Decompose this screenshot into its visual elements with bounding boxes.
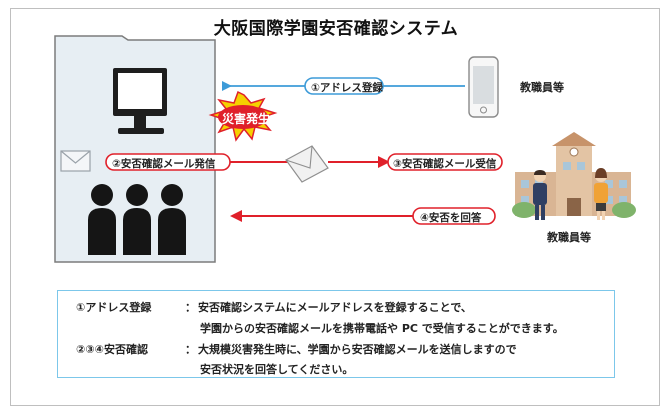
notes-box: ①アドレス登録 ： 安否確認システムにメールアドレスを登録することで、 学園から… — [57, 290, 615, 378]
step2-label: ②安否確認メール発信 — [112, 158, 216, 170]
monitor-icon — [113, 68, 167, 134]
diagram-title: 大阪国際学園安否確認システム — [213, 19, 459, 39]
step1-label: ①アドレス登録 — [311, 82, 383, 94]
note2-line2: 安否状況を回答してください。 — [200, 363, 354, 376]
arrow-step2-3 — [105, 153, 503, 171]
staff-label-top: 教職員等 — [520, 81, 564, 94]
disaster-label: 災害発生 — [222, 112, 271, 126]
school-building-icon — [512, 132, 636, 220]
flying-envelope-icon — [285, 145, 329, 183]
smartphone-icon — [468, 56, 499, 118]
step3-label: ③安否確認メール受信 — [393, 158, 497, 170]
starburst-icon — [208, 90, 278, 142]
note1-sep: ： — [185, 301, 196, 314]
note1-line2: 学園からの安否確認メールを携帯電話や PC で受信することができます。 — [200, 322, 564, 335]
people-icon — [88, 184, 186, 255]
step4-label: ④安否を回答 — [420, 212, 482, 224]
envelope-icon — [60, 150, 91, 172]
outer-frame — [10, 8, 660, 406]
note1-line1: 安否確認システムにメールアドレスを登録することで、 — [198, 301, 472, 314]
note2-term: ②③④安否確認 — [76, 343, 148, 356]
arrow-step4 — [230, 207, 496, 225]
staff-label-bottom: 教職員等 — [547, 231, 591, 244]
note2-sep: ： — [185, 343, 196, 356]
note1-term: ①アドレス登録 — [76, 301, 152, 314]
arrow-step1 — [222, 77, 465, 95]
note2-line1: 大規模災害発生時に、学園から安否確認メールを送信しますので — [198, 343, 517, 356]
